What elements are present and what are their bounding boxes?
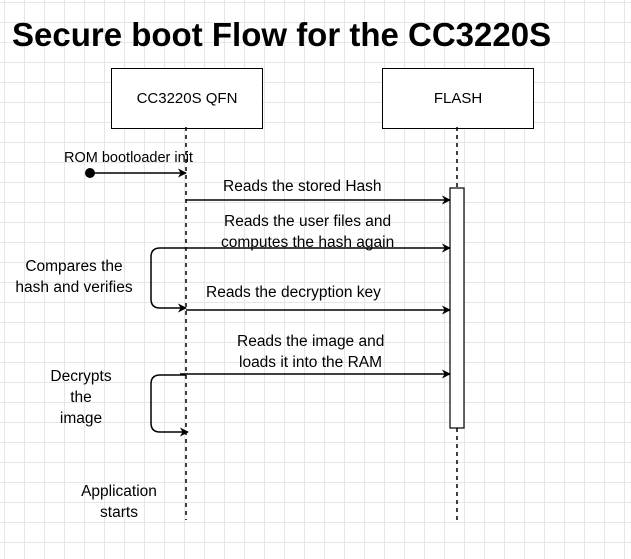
message-label-image-1: Reads the image and bbox=[237, 333, 385, 350]
participant-cc3220s-qfn: CC3220S QFN bbox=[111, 68, 263, 129]
message-label-stored-hash: Reads the stored Hash bbox=[223, 178, 382, 195]
note-line: starts bbox=[100, 504, 138, 521]
message-label-user-files-1: Reads the user files and bbox=[224, 213, 392, 230]
note-line: the bbox=[70, 389, 92, 406]
page-title: Secure boot Flow for the CC3220S bbox=[12, 16, 552, 53]
note-decrypt-image: Decrypts the image bbox=[36, 366, 126, 429]
flash-activation-bar bbox=[449, 187, 465, 429]
self-loop-compare bbox=[150, 247, 187, 313]
note-line: Compares the bbox=[25, 258, 123, 275]
message-label-rom-init: ROM bootloader init bbox=[64, 150, 193, 166]
participant-label: CC3220S QFN bbox=[136, 90, 238, 107]
note-line: Decrypts bbox=[50, 368, 112, 385]
participant-label: FLASH bbox=[433, 90, 483, 107]
note-line: Application bbox=[81, 483, 157, 500]
note-compare-hash: Compares the hash and verifies bbox=[4, 256, 144, 298]
participant-flash: FLASH bbox=[382, 68, 534, 129]
note-application-starts: Application starts bbox=[64, 481, 174, 523]
message-label-user-files-2: computes the hash again bbox=[221, 234, 395, 251]
message-label-image-2: loads it into the RAM bbox=[239, 354, 383, 371]
self-loop-decrypt bbox=[150, 374, 189, 437]
note-line: hash and verifies bbox=[15, 279, 133, 296]
note-line: image bbox=[59, 410, 103, 427]
message-label-decryption-key: Reads the decryption key bbox=[206, 284, 381, 301]
